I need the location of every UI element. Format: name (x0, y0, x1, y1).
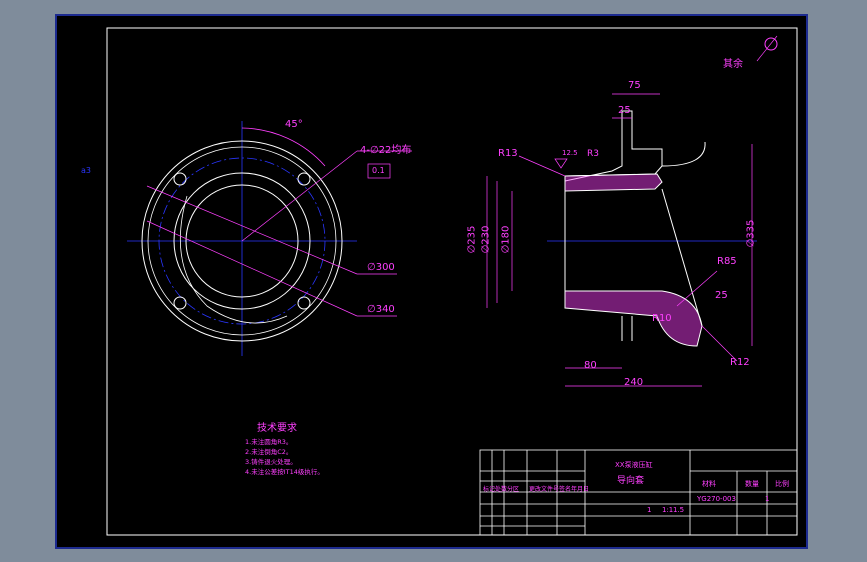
tech-req-item: 4.未注公差按IT14级执行。 (245, 468, 324, 476)
dim-d180: ∅180 (500, 225, 512, 254)
surface-rest-label: 其余 (723, 59, 743, 70)
tb-header-scale: 比例 (775, 480, 789, 488)
inner-circle (185, 184, 299, 298)
surface-rest-line (756, 35, 778, 62)
bolt-hole (173, 172, 187, 186)
leader-r12 (701, 325, 738, 362)
tb-scale: 1:1 (662, 506, 674, 514)
outer-chamfer-circle (147, 146, 337, 336)
title-block (479, 449, 798, 536)
bottom-hatch (564, 290, 703, 347)
dim-r13: R13 (498, 148, 518, 159)
dim-r3: R3 (587, 149, 599, 159)
tolerance-box (367, 163, 391, 179)
drawing-border (106, 27, 798, 536)
front-view (127, 121, 412, 356)
top-hatch (564, 173, 663, 192)
lip-curve (661, 141, 706, 167)
tech-req-item: 2.未注倒角C2。 (245, 448, 293, 456)
dim-r12: R12 (730, 357, 750, 368)
dim-d340: ∅340 (367, 304, 395, 315)
engineering-drawing (106, 27, 798, 536)
dim-d230: ∅230 (480, 225, 492, 254)
tb-row-label: 处数 (495, 486, 508, 493)
title-block-frame (479, 449, 798, 536)
dim-t25: 25 (715, 290, 728, 301)
side-marker: a3 (81, 166, 91, 175)
surface-rest-symbol (764, 37, 778, 51)
leader-holes (241, 150, 358, 242)
tb-drawing-no: YG270-003 (697, 495, 736, 503)
dim-tolerance: 0.1 (372, 166, 385, 175)
tb-header-qty: 数量 (745, 480, 759, 488)
tech-req-item: 1.未注圆角R3。 (245, 438, 293, 446)
tb-value: 1.5 (673, 506, 685, 514)
roughness-symbol (554, 158, 568, 169)
tech-requirements: 技术要求 1.未注圆角R3。 2.未注倒角C2。 3.铸件退火处理。 4.未注公… (245, 419, 324, 477)
tb-project: XX泵液压缸 (615, 461, 653, 469)
tb-part-name: 导向套 (617, 476, 645, 486)
top-flange-outline (564, 110, 663, 182)
tech-req-item: 3.铸件退火处理。 (245, 458, 297, 466)
tb-row-label: 标记 (483, 486, 496, 493)
tb-value: 1 (647, 506, 652, 514)
section-view (486, 35, 778, 387)
bore-circle (173, 172, 311, 310)
dim-w80: 80 (584, 360, 597, 371)
tb-row-label: 更改文件号 (529, 486, 560, 493)
dim-d300: ∅300 (367, 262, 395, 273)
tech-req-title: 技术要求 (257, 423, 297, 434)
dim-rough: 12.5 (562, 149, 578, 157)
bolt-hole (173, 296, 187, 310)
dim-d235: ∅235 (466, 225, 478, 254)
tb-row-label: 年月日 (571, 486, 590, 493)
bolt-hole (297, 296, 311, 310)
cone-face (661, 188, 703, 327)
dim-d335: ∅335 (745, 219, 757, 248)
cad-viewport[interactable]: a3 45° 4-∅22均布 0.1 ∅300 ∅340 R13 12.5 R3… (55, 14, 808, 549)
angle-arc (241, 127, 326, 167)
outer-circle (141, 140, 343, 342)
dim-w240: 240 (624, 377, 644, 388)
dim-w25: 25 (618, 105, 631, 116)
dim-r85: R85 (717, 256, 737, 267)
tb-sheet: 1 (765, 495, 770, 503)
tb-row-label: 签名 (559, 486, 572, 493)
hidden-edge (179, 195, 288, 324)
dim-holes: 4-∅22均布 (360, 145, 412, 156)
dim-w75: 75 (628, 80, 641, 91)
bolt-circle (158, 157, 326, 325)
bolt-hole (297, 172, 311, 186)
leader-d300 (146, 185, 358, 275)
dim-r10: R10 (652, 313, 672, 324)
tb-header-material: 材料 (702, 480, 716, 488)
leader-r85 (676, 270, 718, 307)
dim-angle: 45° (285, 119, 303, 130)
tb-row-label: 分区 (507, 486, 520, 493)
leader-r13 (518, 155, 566, 177)
leader-d340 (146, 220, 358, 317)
